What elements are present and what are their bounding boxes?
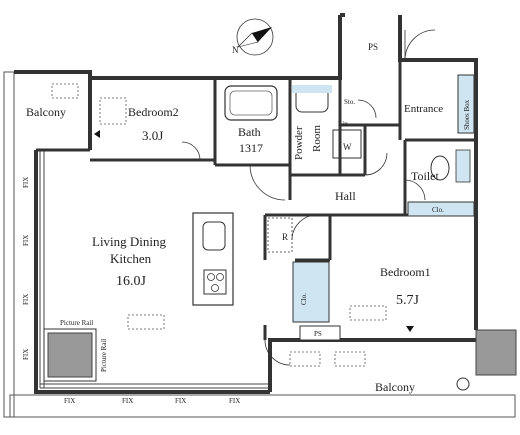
column (47, 332, 93, 378)
drain-icon (456, 377, 470, 391)
fix-label: FIX (229, 397, 240, 405)
ldk-size: 16.0J (116, 274, 147, 289)
kitchen-sink (202, 221, 226, 251)
bedroom1-size: 5.7J (396, 293, 420, 308)
bottom-balcony-edge (9, 394, 516, 418)
ps-bottom-label: PS (314, 330, 322, 338)
interior-walls (36, 60, 476, 340)
balcony-nw-label: Balcony (26, 105, 66, 119)
fix-label: FIX (22, 349, 30, 360)
hall-closet-label: Clo. (432, 206, 444, 214)
bath-label: Bath (238, 125, 261, 139)
bath-size: 1317 (239, 141, 263, 155)
bedroom1-marker-icon (406, 326, 414, 332)
toilet-bowl (430, 155, 450, 181)
compass-north-label: N (232, 45, 239, 55)
shoes-box-cabinet (457, 74, 475, 134)
ps-bottom-box (299, 325, 341, 341)
fix-label: FIX (64, 397, 75, 405)
compass-icon (236, 18, 274, 56)
toilet-label: Toilet (411, 169, 439, 183)
bathtub (224, 85, 278, 121)
powder-counter (292, 85, 332, 93)
ceiling-markers (51, 83, 387, 367)
linen-label: Lin (338, 120, 348, 128)
fix-label: FIX (22, 177, 30, 188)
bedroom1-label: Bedroom1 (380, 265, 431, 279)
burner-3 (211, 284, 219, 292)
picture-rail-label-h: Picture Rail (60, 319, 93, 327)
ps-top-label: PS (368, 42, 378, 52)
bedroom-closet-label: Clo. (300, 293, 308, 305)
stove (203, 269, 227, 295)
kitchen-island (192, 212, 234, 306)
powder-room-line1: Powder (293, 126, 305, 160)
hall-closet (407, 201, 475, 217)
bedroom-closet (292, 261, 330, 323)
fix-label: FIX (122, 397, 133, 405)
shoes-box-label: Shoes Box (463, 99, 471, 130)
outdoor-unit (475, 329, 517, 376)
fix-label: FIX (22, 294, 30, 305)
washer-label: W (343, 142, 352, 152)
burner-2 (216, 273, 224, 281)
toilet-tank (455, 149, 471, 183)
fix-label: FIX (175, 397, 186, 405)
fix-labels: FIX FIX FIX FIX FIX FIX FIX FIX (22, 177, 240, 405)
doors (181, 29, 436, 366)
picture-rail-label-v: Picture Rail (100, 339, 108, 372)
storage-label: Sto. (344, 98, 355, 106)
ldk-label-line1: Living Dining (92, 234, 167, 249)
burner-1 (207, 273, 215, 281)
entrance-label: Entrance (404, 103, 443, 115)
washer-box (332, 129, 362, 159)
bedroom2-marker-icon (94, 130, 100, 138)
refrigerator-box (267, 217, 293, 253)
fix-label: FIX (22, 235, 30, 246)
hall-label: Hall (335, 189, 356, 203)
powder-room-line2: Room (311, 125, 323, 152)
exterior-walls (14, 13, 478, 394)
refrigerator-label: R (282, 232, 288, 242)
ldk-label-line2: Kitchen (110, 251, 152, 266)
bathtub-inner (229, 90, 273, 116)
bedroom2-size: 3.0J (142, 128, 163, 143)
west-balcony-edge (3, 71, 15, 418)
balcony-south-label: Balcony (375, 380, 415, 394)
bedroom2-label: Bedroom2 (128, 105, 179, 119)
